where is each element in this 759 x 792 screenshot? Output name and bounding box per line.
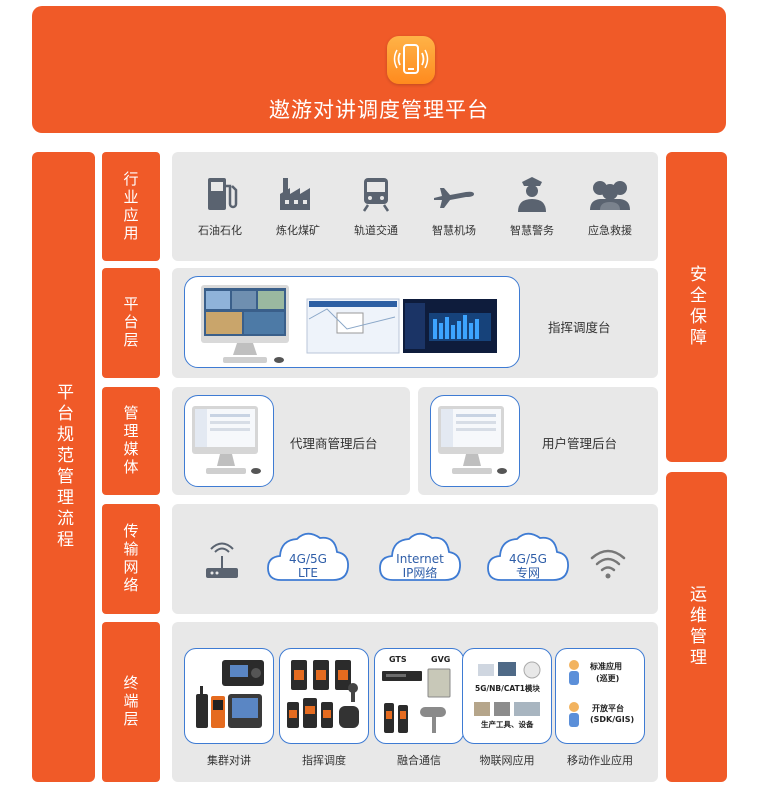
industry-item: 轨道交通: [336, 174, 416, 238]
gts-tag: GTS: [389, 655, 407, 664]
terminal-group-iot: 5G/NB/CAT1模块 生产工具、设备: [462, 648, 552, 744]
terminal-label-text: 终端层: [121, 675, 142, 729]
rescue-team-icon: [586, 174, 634, 214]
gvg-tag: GVG: [431, 655, 450, 664]
row-label-network: 传输网络: [102, 504, 160, 614]
platform-panel: 指挥调度台: [172, 268, 658, 378]
sdk-gis-tag: (SDK/GIS): [590, 715, 634, 724]
cloud-label: 4G/5G LTE: [273, 552, 343, 580]
network-label-text: 传输网络: [121, 523, 142, 595]
platform-title: 遨游对讲调度管理平台: [32, 94, 726, 124]
industry-item: 炼化煤矿: [258, 174, 338, 238]
open-platform-tag: 开放平台: [592, 703, 624, 714]
terminal-group-fusion: GTS GVG: [374, 648, 464, 744]
terminal-group-trunking: [184, 648, 274, 744]
iot-equipment-tag: 生产工具、设备: [481, 719, 534, 730]
monitor-image: [186, 398, 272, 484]
industry-label: 轨道交通: [336, 222, 416, 238]
terminal-panel: 集群对讲 指挥调度 GTS GVG 融合通信: [172, 622, 658, 782]
dispatch-screens-image: [187, 279, 517, 367]
terminal-group-mobile: 标准应用 (巡更) 开放平台 (SDK/GIS): [555, 648, 645, 744]
industry-item: 应急救援: [570, 174, 650, 238]
mobile-app-figures-image: [564, 657, 584, 739]
industry-label: 智慧警务: [492, 222, 572, 238]
industry-label: 智慧机场: [414, 222, 494, 238]
police-icon: [512, 174, 552, 214]
industry-label-text: 行业应用: [121, 171, 142, 243]
row-label-industry: 行业应用: [102, 152, 160, 261]
iot-module-tag: 5G/NB/CAT1模块: [475, 683, 540, 694]
terminal-group-dispatch: [279, 648, 369, 744]
command-dispatch-label: 指挥调度台: [548, 317, 611, 336]
user-admin-box: [430, 395, 520, 487]
fusion-devices-image: [376, 667, 462, 743]
radio-devices-image: [186, 650, 272, 742]
ops-bar: 运维管理: [666, 472, 727, 782]
walkie-phone-app-icon: [387, 36, 435, 84]
terminal-label: 物联网应用: [462, 752, 552, 768]
industry-label: 石油石化: [180, 222, 260, 238]
ops-bar-text: 运维管理: [684, 585, 709, 669]
network-panel: 4G/5G LTE Internet IP网络 4G/5G 专网: [172, 504, 658, 614]
command-dispatch-box: [184, 276, 520, 368]
terminal-label: 指挥调度: [279, 752, 369, 768]
standard-app-tag: 标准应用: [590, 661, 622, 672]
airplane-icon: [432, 174, 476, 214]
wifi-icon: [588, 546, 628, 582]
security-bar-text: 安全保障: [684, 265, 709, 349]
platform-label-text: 平台层: [121, 296, 142, 350]
management-label-text: 管理媒体: [121, 405, 142, 477]
train-icon: [356, 174, 396, 214]
left-bar-text: 平台规范管理流程: [51, 383, 76, 551]
industry-label: 应急救援: [570, 222, 650, 238]
cloud-label: Internet IP网络: [385, 552, 455, 580]
industry-item: 智慧警务: [492, 174, 572, 238]
industry-item: 智慧机场: [414, 174, 494, 238]
industry-label: 炼化煤矿: [258, 222, 338, 238]
gas-station-icon: [200, 174, 240, 214]
factory-icon: [277, 174, 319, 214]
industry-item: 石油石化: [180, 174, 260, 238]
terminal-label: 融合通信: [374, 752, 464, 768]
header-banner: 遨游对讲调度管理平台: [32, 6, 726, 133]
row-label-terminal: 终端层: [102, 622, 160, 782]
user-admin-label: 用户管理后台: [542, 433, 617, 452]
agent-admin-panel: 代理商管理后台: [172, 387, 410, 495]
terminal-label: 集群对讲: [184, 752, 274, 768]
router-icon: [200, 542, 244, 582]
dispatch-devices-image: [281, 650, 367, 742]
cloud-label: 4G/5G 专网: [493, 552, 563, 580]
security-bar: 安全保障: [666, 152, 727, 462]
agent-admin-box: [184, 395, 274, 487]
user-admin-panel: 用户管理后台: [418, 387, 658, 495]
industry-panel: 石油石化 炼化煤矿 轨道交通 智慧机场 智慧警务: [172, 152, 658, 261]
monitor-image: [432, 398, 518, 484]
row-label-platform: 平台层: [102, 268, 160, 378]
row-label-management: 管理媒体: [102, 387, 160, 495]
terminal-label: 移动作业应用: [555, 752, 645, 768]
agent-admin-label: 代理商管理后台: [290, 433, 378, 452]
patrol-tag: (巡更): [596, 673, 619, 684]
left-process-bar: 平台规范管理流程: [32, 152, 95, 782]
